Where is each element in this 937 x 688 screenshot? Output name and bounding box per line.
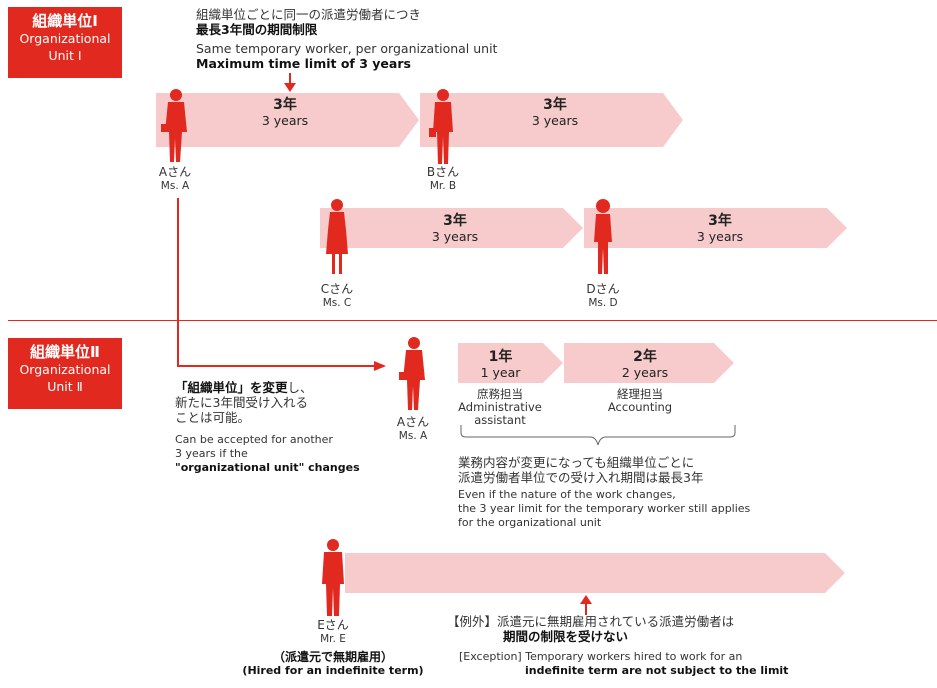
person-a-icon — [161, 89, 187, 162]
work-change-note-jp1: 業務内容が変更になっても組織単位ごとに — [458, 455, 695, 470]
transfer-note-jp1-bold: 「組織単位」を変更 — [175, 380, 288, 395]
worker-e-caption: Eさん Mr. E （派遣元で無期雇用） (Hired for an indef… — [213, 618, 453, 678]
task-admin-jp: 庶務担当 — [477, 387, 523, 401]
task-admin-en2: assistant — [474, 413, 526, 427]
worker-c-en: Ms. C — [322, 297, 352, 309]
exception-note: 【例外】派遣元に無期雇用されている派遣労働者は 期間の制限を受けない [Exce… — [447, 614, 788, 678]
transfer-note-jp1: 「組織単位」を変更し、 — [175, 380, 360, 395]
person-a2-icon — [399, 337, 425, 410]
period-arrow-a2-admin — [458, 343, 563, 383]
worker-a-caption: Aさん Ms. A — [145, 165, 205, 193]
task-brace — [460, 425, 736, 446]
period-b-en: 3 years — [531, 113, 579, 128]
period-label-b: 3年 3 years — [490, 97, 620, 129]
top-note-jp1: 組織単位ごとに同一の派遣労働者につき — [196, 7, 422, 22]
work-change-note-en3: for the organizational unit — [458, 516, 602, 529]
period-a2-accounting-en: 2 years — [621, 365, 669, 380]
person-b-icon — [429, 89, 453, 164]
period-c-jp: 3年 — [443, 213, 467, 229]
unit-1-en-label-line2: Unit Ⅰ — [48, 48, 82, 63]
top-note-down-arrow — [284, 73, 296, 92]
exception-note-jp1: 【例外】派遣元に無期雇用されている派遣労働者は — [447, 614, 735, 629]
transfer-note-en3: "organizational unit" changes — [175, 461, 360, 474]
exception-note-jp2: 期間の制限を受けない — [503, 629, 629, 644]
period-d-jp: 3年 — [708, 213, 732, 229]
task-accounting: 経理担当 Accounting — [590, 388, 690, 414]
worker-e-note-jp: （派遣元で無期雇用） — [272, 650, 393, 664]
period-label-a2-admin: 1年 1 year — [458, 349, 543, 381]
worker-a-jp: Aさん — [158, 165, 192, 179]
period-a-jp: 3年 — [273, 97, 297, 113]
worker-b-jp: Bさん — [426, 165, 460, 179]
worker-b-caption: Bさん Mr. B — [413, 165, 473, 193]
transfer-note-jp3: ことは可能。 — [175, 410, 251, 425]
unit-2-en-label-line2: Unit Ⅱ — [47, 379, 83, 394]
period-a2-admin-en: 1 year — [480, 365, 521, 380]
period-a-en: 3 years — [261, 113, 309, 128]
period-arrow-d — [584, 208, 847, 248]
transfer-note-jp1-tail: し、 — [287, 380, 313, 395]
transfer-note-en1: Can be accepted for another — [175, 433, 333, 446]
period-a2-accounting-jp: 2年 — [633, 349, 657, 365]
worker-b-en: Mr. B — [429, 180, 457, 192]
person-e-icon — [322, 539, 344, 616]
work-change-note: 業務内容が変更になっても組織単位ごとに 派遣労働者単位での受け入れ期間は最長3年… — [458, 455, 750, 530]
period-b-jp: 3年 — [543, 97, 567, 113]
period-label-a: 3年 3 years — [220, 97, 350, 129]
exception-note-en2: indefinite term are not subject to the l… — [525, 664, 789, 677]
period-d-en: 3 years — [696, 229, 744, 244]
transfer-note-en2: 3 years if the — [175, 447, 248, 460]
unit-1-jp-label: 組織単位Ⅰ — [32, 12, 98, 30]
worker-a2-caption: Aさん Ms. A — [383, 415, 443, 443]
worker-d-caption: Dさん Ms. D — [573, 282, 633, 310]
work-change-note-en1: Even if the nature of the work changes, — [458, 488, 676, 501]
worker-e-jp: Eさん — [317, 618, 349, 632]
person-d-icon — [594, 199, 612, 274]
worker-a2-en: Ms. A — [398, 430, 428, 442]
exception-up-arrow — [580, 595, 592, 615]
worker-c-caption: Cさん Ms. C — [307, 282, 367, 310]
exception-note-en1: [Exception] Temporary workers hired to w… — [459, 650, 743, 663]
worker-e-en: Mr. E — [320, 633, 346, 645]
top-note-jp2: 最長3年間の期間制限 — [196, 22, 318, 37]
worker-a-en: Ms. A — [160, 180, 190, 192]
worker-e-note-en: (Hired for an indefinite term) — [242, 664, 424, 677]
transfer-connector — [177, 198, 386, 371]
worker-d-jp: Dさん — [586, 282, 620, 296]
top-note-en1: Same temporary worker, per organizationa… — [196, 41, 498, 56]
task-accounting-jp: 経理担当 — [617, 387, 663, 401]
period-label-a2-accounting: 2年 2 years — [585, 349, 705, 381]
work-change-note-en2: the 3 year limit for the temporary worke… — [458, 502, 751, 515]
organizational-unit-1-box: 組織単位Ⅰ Organizational Unit Ⅰ — [8, 7, 122, 78]
top-note-en2: Maximum time limit of 3 years — [196, 56, 411, 71]
unit-1-en-label-line1: Organizational — [19, 31, 111, 46]
worker-d-en: Ms. D — [588, 297, 618, 309]
task-admin-en1: Administrative — [458, 400, 542, 414]
period-arrow-c — [320, 208, 583, 248]
period-label-d: 3年 3 years — [655, 213, 785, 245]
work-change-note-jp2: 派遣労働者単位での受け入れ期間は最長3年 — [458, 470, 704, 485]
task-accounting-en: Accounting — [607, 400, 673, 414]
period-arrow-e — [345, 553, 845, 593]
period-c-en: 3 years — [431, 229, 479, 244]
period-arrow-b — [420, 93, 683, 147]
period-label-c: 3年 3 years — [390, 213, 520, 245]
organizational-unit-2-box: 組織単位Ⅱ Organizational Unit Ⅱ — [8, 338, 122, 409]
worker-c-jp: Cさん — [320, 282, 354, 296]
period-a2-admin-jp: 1年 — [488, 349, 513, 365]
transfer-note-jp2: 新たに3年間受け入れる — [175, 395, 308, 410]
top-note: 組織単位ごとに同一の派遣労働者につき 最長3年間の期間制限 Same tempo… — [196, 7, 497, 71]
person-c-icon — [326, 199, 348, 274]
worker-a2-jp: Aさん — [396, 415, 430, 429]
unit-2-en-label-line1: Organizational — [19, 362, 111, 377]
unit-divider-line — [8, 320, 937, 321]
period-arrow-a2-accounting — [564, 343, 734, 383]
unit-2-jp-label: 組織単位Ⅱ — [30, 343, 100, 361]
task-admin: 庶務担当 Administrative assistant — [455, 388, 545, 427]
period-arrow-a — [156, 93, 419, 147]
transfer-note: 「組織単位」を変更し、 新たに3年間受け入れる ことは可能。 Can be ac… — [175, 380, 360, 475]
